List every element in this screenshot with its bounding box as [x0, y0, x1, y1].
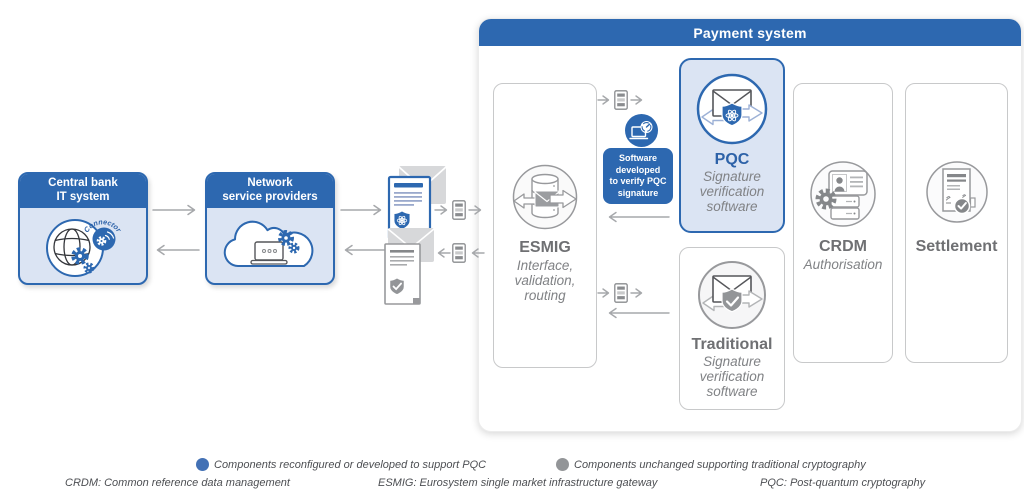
- arrow-right-esmig-to-queue-pqc: [597, 95, 610, 105]
- callout-line: Software: [618, 153, 657, 163]
- arrow-left-pqc-to-esmig: [608, 211, 670, 223]
- central-bank-box: Central bank IT system: [18, 172, 148, 285]
- pqc-desc: Signature verification software: [699, 169, 765, 215]
- arrow-right-esmig-to-queue-trad: [597, 288, 610, 298]
- settlement-name: Settlement: [915, 238, 998, 255]
- desc-line: Signature: [703, 354, 761, 369]
- arrow-left-trad-to-esmig: [608, 307, 670, 319]
- arrow-right-queue-to-pqc: [630, 95, 643, 105]
- traditional-signed-document-icon: [384, 228, 435, 305]
- definition-crdm: CRDM: Common reference data management: [65, 477, 290, 489]
- central-bank-title-line2: IT system: [56, 190, 110, 203]
- arrow-left-doc-to-nsp: [344, 244, 386, 256]
- desc-line: software: [706, 198, 758, 214]
- message-queue-icon-return: [452, 243, 466, 263]
- pqc-name: PQC: [714, 151, 750, 168]
- traditional-box: Traditional Signature verification softw…: [679, 247, 785, 410]
- legend-dot-blue: [196, 458, 209, 471]
- callout-line: developed: [615, 164, 661, 175]
- settlement-box: Settlement: [905, 83, 1008, 363]
- network-providers-box: Network service providers: [205, 172, 335, 285]
- settlement-contract-icon: [925, 161, 988, 223]
- desc-line: Interface,: [516, 258, 574, 273]
- arrow-right-doc-to-queue: [434, 205, 448, 215]
- message-queue-icon-trad: [614, 283, 628, 303]
- esmig-gateway-icon: [512, 164, 578, 230]
- legend-label-traditional: Components unchanged supporting traditio…: [574, 458, 866, 471]
- arrow-left-nsp-to-cb: [156, 244, 200, 256]
- network-title-line2: service providers: [222, 190, 318, 203]
- gear-small: [288, 242, 300, 254]
- esmig-name: ESMIG: [519, 239, 571, 256]
- definition-pqc: PQC: Post-quantum cryptography: [760, 477, 926, 489]
- callout-line: to verify PQC: [609, 176, 667, 187]
- atom-symbol: [396, 215, 408, 226]
- legend-item-pqc: Components reconfigured or developed to …: [196, 458, 486, 471]
- cloud-laptop-icon: [223, 220, 314, 268]
- network-title-line1: Network: [247, 177, 293, 189]
- message-queue-icon-outbound: [452, 200, 466, 220]
- legend-item-traditional: Components unchanged supporting traditio…: [556, 458, 866, 471]
- callout-line: signature: [617, 188, 659, 199]
- desc-line: verification: [699, 183, 765, 199]
- traditional-name: Traditional: [691, 336, 773, 353]
- gear-large: [71, 247, 89, 265]
- legend-label-pqc: Components reconfigured or developed to …: [214, 458, 487, 471]
- arrow-right-nsp-to-doc: [340, 204, 382, 216]
- desc-line: routing: [524, 287, 566, 303]
- central-bank-title-line1: Central bank: [48, 177, 118, 189]
- globe-gears-connector-icon: Connector: [46, 217, 124, 278]
- arrow-left-ps-to-queue: [471, 248, 485, 258]
- gear-small: [83, 262, 95, 274]
- esmig-box: ESMIG Interface, validation, routing: [493, 83, 597, 368]
- software-development-icon: [625, 114, 658, 147]
- traditional-desc: Signature verification software: [699, 354, 765, 400]
- traditional-signature-verification-icon: [698, 261, 766, 329]
- crdm-authorisation-icon: [810, 161, 876, 227]
- arrow-right-cb-to-nsp: [152, 204, 196, 216]
- crdm-name: CRDM: [819, 238, 867, 255]
- crdm-box: CRDM Authorisation: [793, 83, 893, 363]
- pqc-signature-verification-icon: [696, 73, 768, 145]
- crdm-desc: Authorisation: [803, 257, 883, 273]
- desc-line: software: [706, 383, 758, 399]
- payment-system-title: Payment system: [693, 24, 807, 41]
- arrow-right-queue-to-trad: [630, 288, 643, 298]
- pqc-box: PQC Signature verification software: [679, 58, 785, 233]
- esmig-desc: Interface, validation, routing: [514, 258, 576, 304]
- network-providers-header: Network service providers: [207, 174, 333, 209]
- central-bank-header: Central bank IT system: [20, 174, 146, 209]
- definition-esmig: ESMIG: Eurosystem single market infrastr…: [378, 477, 658, 489]
- gear-icon: [815, 188, 837, 210]
- payment-system-header: Payment system: [479, 19, 1021, 46]
- desc-line: validation,: [514, 272, 576, 288]
- pqc-software-callout: Software developed to verify PQC signatu…: [603, 148, 673, 204]
- arrow-left-queue-to-doc: [437, 248, 451, 258]
- legend-dot-gray: [556, 458, 569, 471]
- gear-large: [278, 230, 294, 247]
- atom-symbol: [725, 109, 739, 122]
- arrow-right-queue-to-ps: [468, 205, 482, 215]
- desc-line: Signature: [703, 169, 761, 184]
- connector-gear: [96, 236, 107, 246]
- desc-line: Authorisation: [803, 257, 883, 272]
- message-queue-icon-pqc: [614, 90, 628, 110]
- desc-line: verification: [699, 368, 765, 384]
